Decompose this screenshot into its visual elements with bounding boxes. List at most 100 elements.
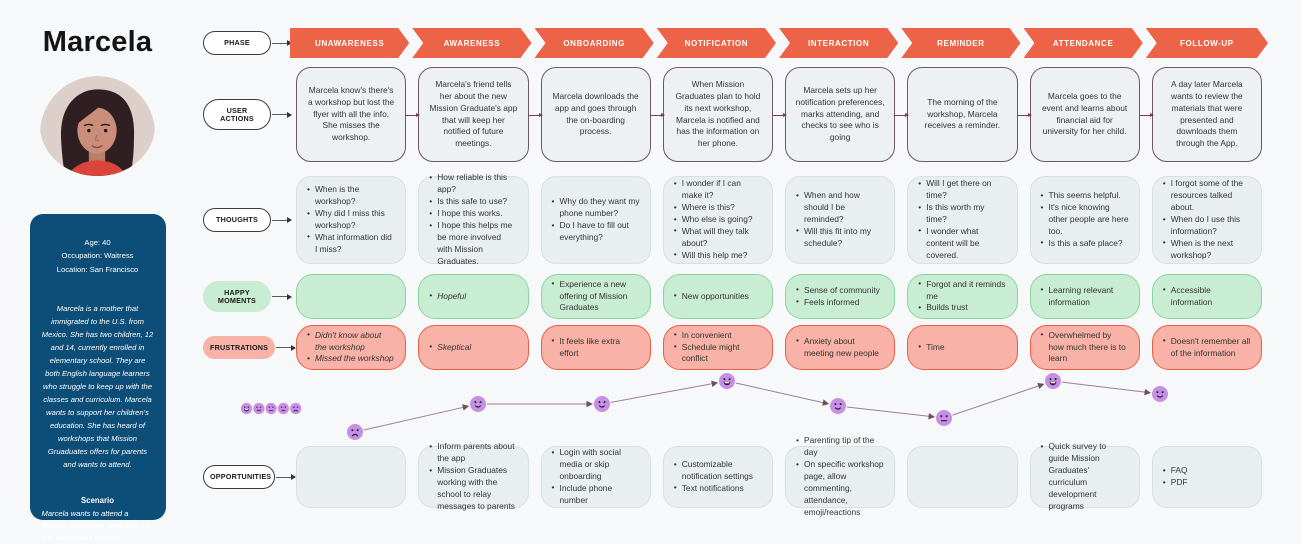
- frustration-card-interaction[interactable]: Anxiety about meeting new people: [785, 325, 896, 370]
- thoughts-card-interaction[interactable]: When and how should I be reminded?Will t…: [785, 176, 896, 264]
- frustration-card-reminder[interactable]: Time: [907, 325, 1018, 370]
- happy-card-unawareness[interactable]: [296, 274, 407, 319]
- frustration-card-awareness[interactable]: Skeptical: [418, 325, 529, 370]
- opportunity-card-awareness[interactable]: Inform parents about the appMission Grad…: [418, 441, 529, 511]
- opportunity-card-interaction[interactable]: Parenting tip of the dayOn specific work…: [785, 435, 896, 517]
- emoji-grin-icon[interactable]: [1045, 373, 1061, 389]
- phase-chevron-onboarding[interactable]: ONBOARDING: [535, 28, 654, 58]
- frustration-card-notification[interactable]: In convenientSchedule might conflict: [662, 325, 773, 370]
- emoji-smile-icon[interactable]: [830, 398, 846, 414]
- phase-chevron-awareness[interactable]: AWARENESS: [412, 28, 531, 58]
- thoughts-card-awareness[interactable]: How reliable is this app?Is this safe to…: [418, 172, 529, 266]
- frustration-card-attendance[interactable]: Overwhelmed by how much there is to lear…: [1029, 325, 1140, 370]
- phase-row: PHASE UNAWARENESS AWARENESS ONBOARDING N…: [195, 28, 1268, 58]
- arrow-right-icon: [272, 111, 292, 118]
- bullet-list: Time: [918, 341, 1006, 354]
- arrow-right-icon: [276, 474, 296, 480]
- user-action-card-interaction[interactable]: Marcela sets up her notification prefere…: [785, 67, 896, 162]
- arrow-right-icon: [649, 112, 665, 117]
- emoji-smile-icon[interactable]: [594, 396, 610, 412]
- thoughts-row: THOUGHTS When is the workshop?Why did I …: [195, 172, 1268, 266]
- row-label-thoughts[interactable]: THOUGHTS: [203, 208, 271, 232]
- journey-map-page: Marcela: [0, 0, 1302, 520]
- bullet-list: I wonder if I can make it?Where is this?…: [674, 178, 762, 261]
- thoughts-card-attendance[interactable]: This seems helpful.It's nice knowing oth…: [1029, 176, 1140, 264]
- user-action-card-onboarding[interactable]: Marcela downloads the app and goes throu…: [540, 67, 651, 162]
- user-action-card-reminder[interactable]: The morning of the workshop, Marcela rec…: [907, 67, 1018, 162]
- thoughts-card-unawareness[interactable]: When is the workshop?Why did I miss this…: [296, 176, 407, 264]
- opportunity-card-follow-up[interactable]: FAQPDF: [1151, 446, 1262, 508]
- opportunity-card-attendance[interactable]: Quick survey to guide Mission Graduates'…: [1029, 441, 1140, 511]
- happy-card-follow-up[interactable]: Accessible information: [1151, 274, 1262, 319]
- emoji-grin-icon[interactable]: [240, 402, 253, 415]
- avatar: [40, 76, 155, 177]
- user-action-card-unawareness[interactable]: Marcela know's there's a workshop but lo…: [296, 67, 407, 162]
- bullet-list: Why do they want my phone number?Do I ha…: [552, 196, 640, 244]
- curve-segment: [363, 404, 470, 431]
- thoughts-card-notification[interactable]: I wonder if I can make it?Where is this?…: [662, 176, 773, 264]
- scenario-title: Scenario: [81, 495, 114, 505]
- arrow-right-icon: [1138, 112, 1154, 117]
- persona-age: Age: 40: [84, 238, 111, 248]
- opportunity-card-notification[interactable]: Customizable notification settingsText n…: [662, 446, 773, 508]
- emotion-curve-row: [195, 370, 1268, 446]
- bullet-list: I forgot some of the resources talked ab…: [1163, 178, 1251, 261]
- opportunity-card-reminder[interactable]: [907, 446, 1018, 508]
- frustration-card-unawareness[interactable]: Didn't know about the workshopMissed the…: [296, 325, 407, 370]
- thoughts-card-follow-up[interactable]: I forgot some of the resources talked ab…: [1151, 176, 1262, 264]
- happy-card-onboarding[interactable]: Experience a new offering of Mission Gra…: [540, 274, 651, 319]
- opportunity-card-onboarding[interactable]: Login with social media or skip onboardi…: [540, 446, 651, 508]
- persona-details: Age: 40 Occupation: Waitress Location: S…: [42, 236, 154, 276]
- emoji-frown-icon[interactable]: [290, 402, 302, 415]
- row-label-happy-moments[interactable]: HAPPY MOMENTS: [203, 280, 271, 313]
- bullet-list: Forgot and it reminds meBuilds trust: [918, 278, 1006, 315]
- persona-name: Marcela: [42, 26, 153, 58]
- thoughts-card-reminder[interactable]: Will I get there on time?Is this worth m…: [907, 176, 1018, 264]
- arrow-right-icon: [894, 112, 910, 117]
- happy-card-interaction[interactable]: Sense of communityFeels informed: [785, 274, 896, 319]
- emoji-sad-icon[interactable]: [277, 402, 289, 415]
- happy-card-awareness[interactable]: Hopeful: [418, 274, 529, 319]
- row-label-opportunities[interactable]: OPPORTUNITIES: [203, 465, 275, 489]
- phase-chevron-attendance[interactable]: ATTENDANCE: [1024, 28, 1143, 58]
- user-action-card-attendance[interactable]: Marcela goes to the event and learns abo…: [1029, 67, 1140, 162]
- opportunity-card-unawareness[interactable]: [296, 446, 407, 508]
- arrow-right-icon: [527, 112, 543, 117]
- phase-chevron-interaction[interactable]: INTERACTION: [779, 28, 898, 58]
- emoji-neutral-icon[interactable]: [936, 410, 952, 426]
- happy-card-attendance[interactable]: Learning relevant information: [1029, 274, 1140, 319]
- bullet-list: Sense of communityFeels informed: [796, 284, 884, 309]
- bullet-list: In convenientSchedule might conflict: [674, 329, 762, 366]
- opportunities-row: OPPORTUNITIES Inform parents about the a…: [195, 435, 1268, 517]
- emoji-smile-icon[interactable]: [253, 402, 265, 415]
- happy-card-reminder[interactable]: Forgot and it reminds meBuilds trust: [907, 274, 1018, 319]
- row-label-user-actions[interactable]: USER ACTIONS: [203, 98, 271, 131]
- phase-chevron-unawareness[interactable]: UNAWARENESS: [290, 28, 409, 58]
- emoji-smile-icon[interactable]: [470, 396, 486, 412]
- emoji-frown-icon[interactable]: [347, 424, 363, 440]
- user-action-card-follow-up[interactable]: A day later Marcela wants to review the …: [1151, 67, 1262, 162]
- frustration-card-follow-up[interactable]: Doesn't remember all of the information: [1151, 325, 1262, 370]
- journey-map: PHASE UNAWARENESS AWARENESS ONBOARDING N…: [195, 0, 1302, 520]
- phase-chevron-follow-up[interactable]: FOLLOW-UP: [1146, 28, 1268, 58]
- happy-card-notification[interactable]: New opportunities: [662, 274, 773, 319]
- emoji-grin-icon[interactable]: [719, 373, 735, 389]
- emoji-smile-icon[interactable]: [1152, 386, 1168, 402]
- emotion-scale-legend: [240, 402, 302, 415]
- persona-bio: Marcela is a mother that immigrated to t…: [41, 303, 154, 470]
- thoughts-card-onboarding[interactable]: Why do they want my phone number?Do I ha…: [540, 176, 651, 264]
- row-label-frustrations[interactable]: FRUSTRATIONS: [203, 335, 275, 360]
- bullet-list: Parenting tip of the dayOn specific work…: [796, 435, 884, 518]
- persona-occupation: Occupation: Waitress: [61, 251, 134, 261]
- emoji-neutral-icon[interactable]: [265, 402, 277, 415]
- row-label-phase[interactable]: PHASE: [203, 31, 271, 55]
- phase-chevron-reminder[interactable]: REMINDER: [901, 28, 1020, 58]
- persona-sidebar: Marcela: [0, 0, 195, 542]
- frustration-card-onboarding[interactable]: It feels like extra effort: [540, 325, 651, 370]
- user-action-card-notification[interactable]: When Mission Graduates plan to hold its …: [662, 67, 773, 162]
- bullet-list: Hopeful: [429, 290, 517, 303]
- bullet-list: Customizable notification settingsText n…: [674, 459, 762, 495]
- user-action-card-awareness[interactable]: Marcela's friend tells her about the new…: [418, 67, 529, 162]
- phase-chevron-notification[interactable]: NOTIFICATION: [657, 28, 776, 58]
- bullet-list: Anxiety about meeting new people: [796, 335, 884, 360]
